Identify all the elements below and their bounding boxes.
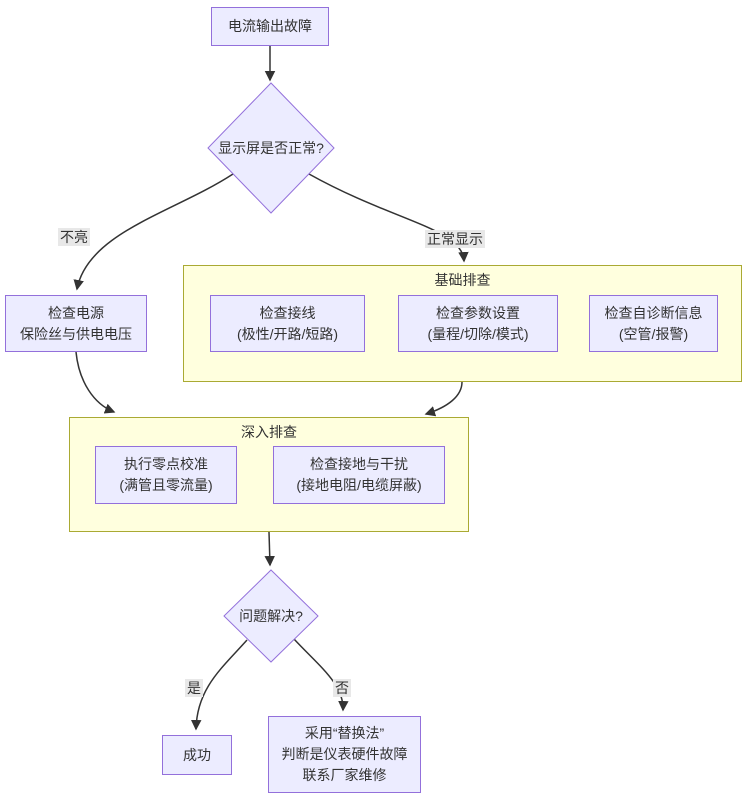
node-replacement: 采用“替换法” 判断是仪表硬件故障 联系厂家维修	[268, 716, 421, 793]
edge-basic-to-deep	[424, 381, 463, 417]
node-check-power-line2: 保险丝与供电电压	[20, 325, 132, 342]
node-zero-calibration: 执行零点校准 (满管且零流量)	[95, 446, 237, 504]
node-replacement-line1: 采用“替换法”	[304, 725, 385, 741]
node-check-wiring-line1: 检查接线	[259, 304, 316, 321]
edge-display-decision-to-check-power	[73, 173, 234, 291]
node-check-params-line1: 检查参数设置	[436, 304, 520, 321]
edge-solved-decision-to-replacement	[293, 638, 349, 712]
edge-label-no: 否	[333, 679, 351, 697]
node-zero-calibration-line2: (满管且零流量)	[119, 477, 213, 493]
solved-decision-text: 问题解决?	[239, 607, 303, 624]
subgraph-deep-title: 深入排查	[241, 424, 297, 440]
node-ground-interference-line2: (接地电阻/电缆屏蔽)	[296, 477, 422, 493]
node-display-decision-label: 显示屏是否正常?	[206, 133, 336, 163]
node-replacement-line3: 联系厂家维修	[302, 767, 387, 783]
node-check-power-line1: 检查电源	[48, 304, 104, 321]
edge-label-yes: 是	[185, 679, 203, 697]
node-check-selfdiag-line2: (空管/报警)	[618, 325, 689, 342]
node-zero-calibration-line1: 执行零点校准	[124, 456, 208, 472]
node-display-decision-shape	[207, 82, 335, 214]
node-check-wiring: 检查接线 (极性/开路/短路)	[210, 295, 365, 352]
node-check-wiring-line2: (极性/开路/短路)	[236, 325, 339, 342]
edge-display-decision-to-basic	[308, 173, 469, 263]
node-solved-decision-label: 问题解决?	[221, 601, 321, 631]
node-check-power: 检查电源 保险丝与供电电压	[5, 295, 147, 352]
edge-label-normal-display: 正常显示	[425, 230, 485, 248]
edge-solved-decision-to-success	[190, 639, 248, 731]
node-check-params: 检查参数设置 (量程/切除/模式)	[398, 295, 558, 352]
display-decision-text: 显示屏是否正常?	[218, 139, 324, 156]
node-success: 成功	[162, 735, 232, 775]
edge-check-power-to-deep	[75, 351, 116, 414]
edge-deep-to-solved-decision	[264, 531, 275, 567]
node-start-label: 电流输出故障	[228, 18, 312, 34]
edge-label-not-lit: 不亮	[58, 228, 90, 246]
node-check-selfdiag: 检查自诊断信息 (空管/报警)	[589, 295, 718, 352]
node-ground-interference-line1: 检查接地与干扰	[310, 456, 408, 472]
node-start: 电流输出故障	[211, 7, 329, 46]
node-success-label: 成功	[183, 746, 211, 763]
node-check-params-line2: (量程/切除/模式)	[427, 325, 529, 342]
subgraph-basic-title: 基础排查	[434, 272, 491, 288]
node-ground-interference: 检查接地与干扰 (接地电阻/电缆屏蔽)	[273, 446, 445, 504]
node-solved-decision-shape	[223, 569, 319, 663]
node-replacement-line2: 判断是仪表硬件故障	[281, 746, 408, 762]
node-check-selfdiag-line1: 检查自诊断信息	[604, 304, 703, 321]
